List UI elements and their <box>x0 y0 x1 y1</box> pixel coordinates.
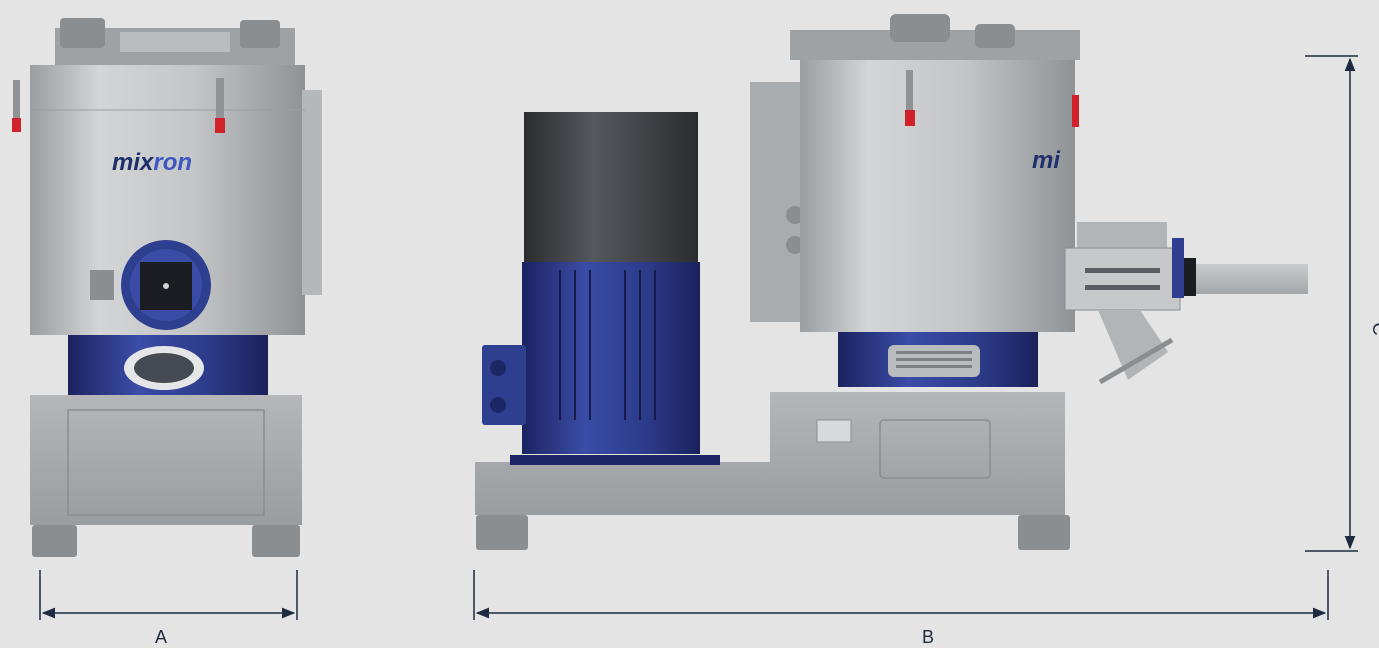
motor-terminal-box <box>482 345 526 425</box>
clamp-side-icon <box>905 110 915 126</box>
dimension-b: B <box>473 570 1329 647</box>
side-control-cabinet <box>750 82 808 322</box>
clamp-right-icon <box>215 118 225 133</box>
dimension-c: C <box>1305 55 1379 552</box>
side-discharge-unit <box>1064 247 1181 311</box>
dimension-a-label: A <box>155 627 167 647</box>
side-base-platform <box>475 392 1065 515</box>
front-view-machine: mixron <box>12 18 322 557</box>
front-base <box>30 395 302 525</box>
logo-text-front: mixron <box>112 149 192 176</box>
dimension-b-label: B <box>922 627 934 647</box>
front-foot-left <box>32 525 77 557</box>
dimension-a: A <box>39 570 298 647</box>
discharge-pipe <box>1196 264 1308 294</box>
motor-body <box>522 262 700 454</box>
side-tank-body <box>800 60 1075 332</box>
motor-fan-cover <box>524 112 698 264</box>
dimension-c-label: C <box>1369 323 1379 336</box>
side-view-machine: mi <box>475 14 1308 550</box>
logo-text-side: mi <box>1032 147 1061 174</box>
front-foot-right <box>252 525 300 557</box>
clamp-left-icon <box>12 118 21 132</box>
